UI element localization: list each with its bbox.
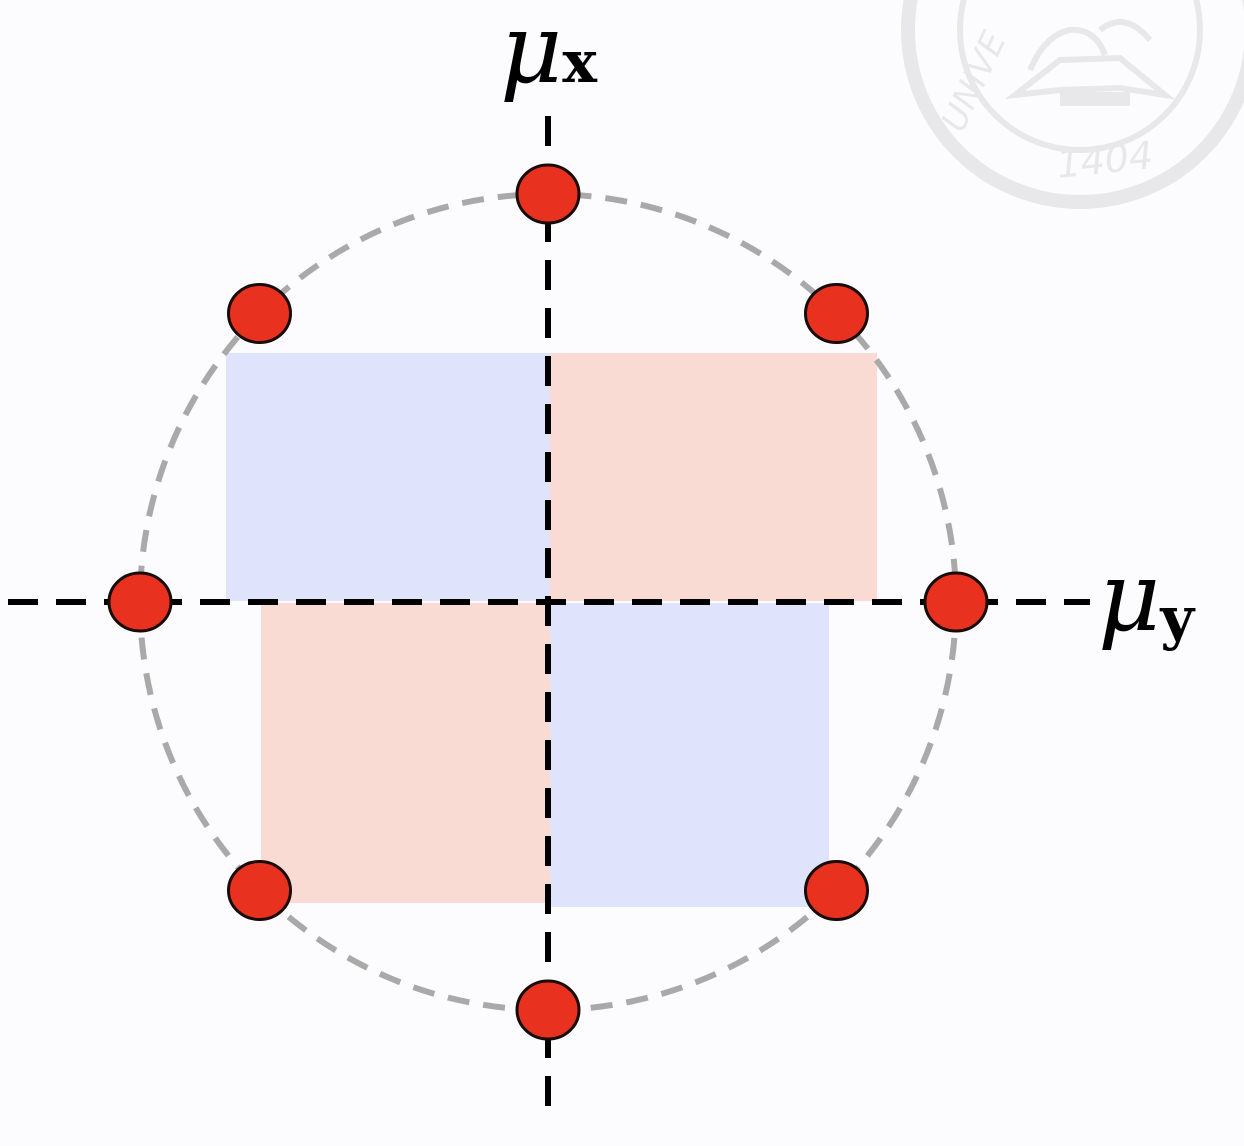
quadrant-top-right-red [550,353,877,601]
point-1 [804,283,869,344]
university-seal-watermark: 1404 UNIVE [901,0,1244,209]
point-4 [515,979,581,1041]
mu-y-label: μy [1098,541,1196,653]
point-5 [227,860,292,921]
quadrant-bottom-left-red [261,603,550,903]
points [107,163,989,1041]
point-0 [515,163,581,225]
seal-year: 1404 [1054,133,1155,187]
mu-x-symbol: μ [500,0,562,105]
mu-y-symbol: μ [1098,541,1160,653]
quadrant-top-left-blue [226,353,550,601]
quadrant-bottom-right-blue [550,603,829,907]
point-7 [227,283,292,344]
point-6 [107,571,173,633]
mu-y-subscript: y [1159,584,1196,652]
mu-x-label: μx [500,0,597,105]
mu-x-subscript: x [562,28,597,96]
point-2 [923,571,989,633]
point-3 [804,860,869,921]
